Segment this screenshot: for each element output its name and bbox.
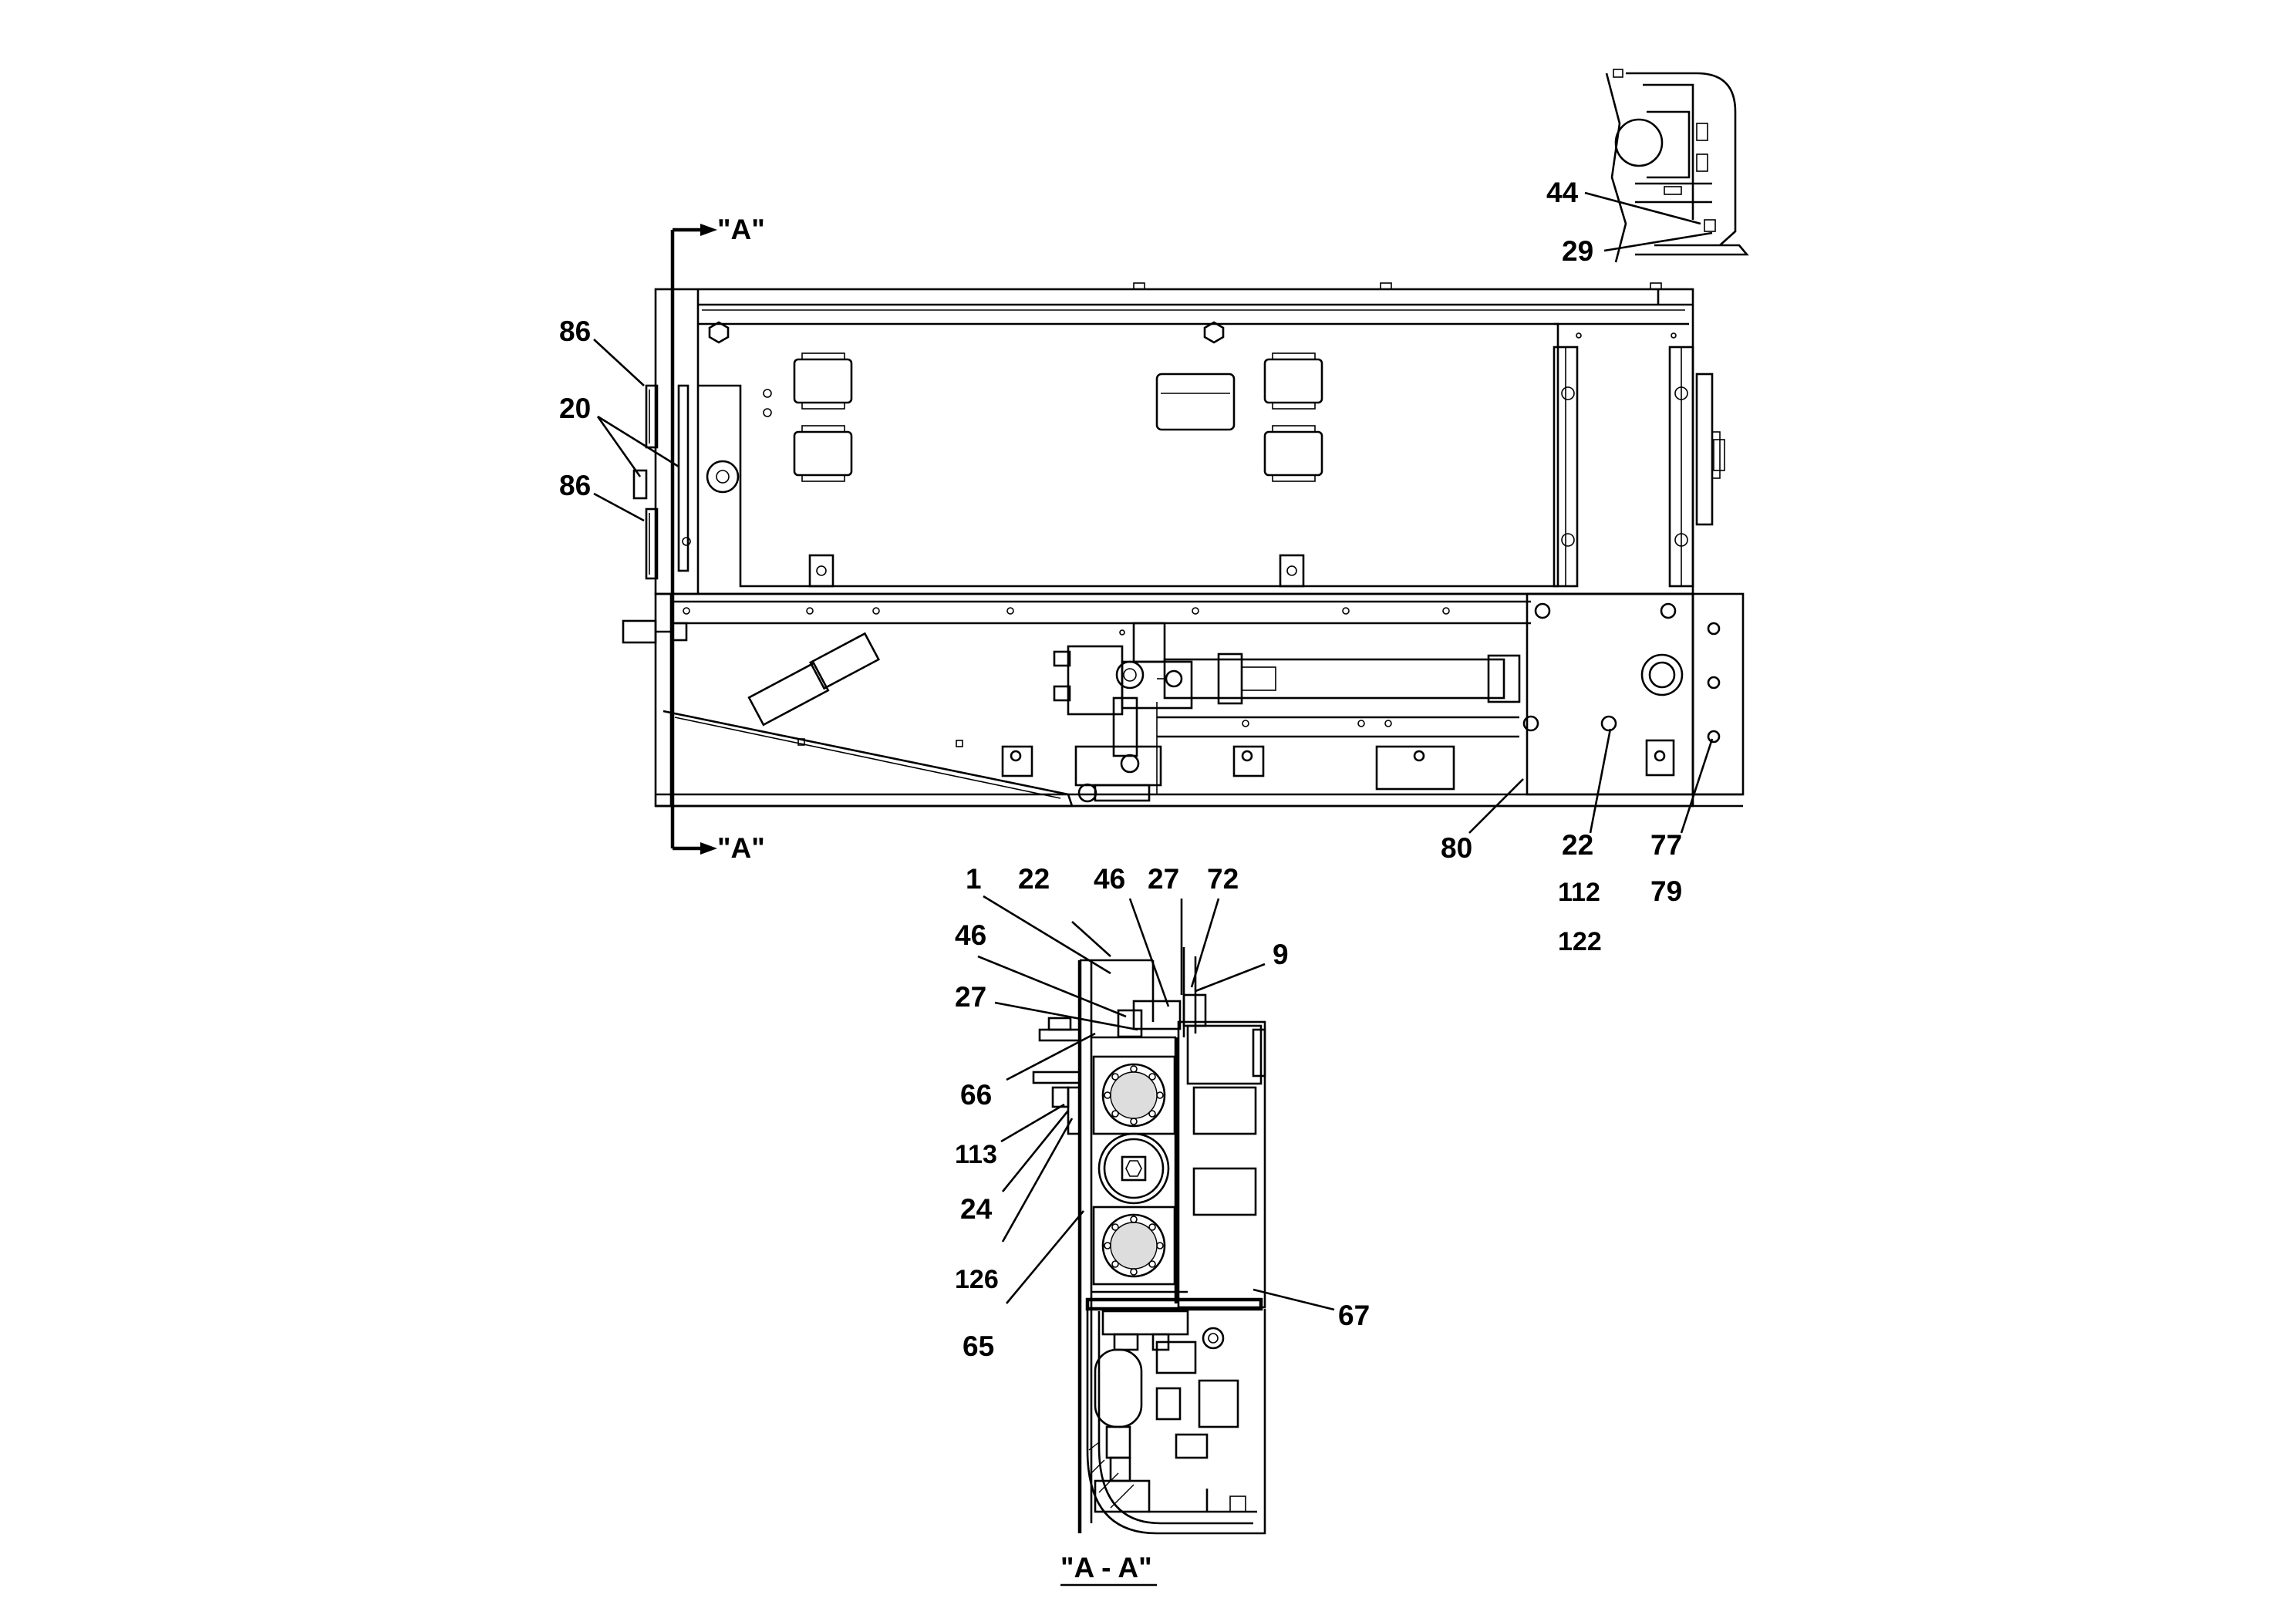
callout-22-main: 22 bbox=[1562, 829, 1593, 861]
callout-44: 44 bbox=[1546, 177, 1579, 208]
detail-view bbox=[1605, 69, 1749, 263]
leader-lines bbox=[593, 191, 1714, 1311]
callout-79: 79 bbox=[1650, 875, 1682, 907]
callout-72: 72 bbox=[1207, 863, 1239, 895]
callout-113: 113 bbox=[955, 1140, 997, 1169]
section-view bbox=[1032, 947, 1266, 1535]
section-marker-bottom: "A" bbox=[717, 832, 765, 864]
bolt-row bbox=[683, 607, 1450, 615]
callout-labels: "A" "A" "A - A" 44 29 86 20 86 80 22 112… bbox=[559, 177, 1682, 1587]
callout-20: 20 bbox=[559, 393, 591, 424]
flange-lower bbox=[1092, 1206, 1176, 1286]
section-line bbox=[670, 224, 717, 855]
callout-1: 1 bbox=[966, 863, 982, 895]
main-side-view bbox=[622, 282, 1745, 808]
callout-29: 29 bbox=[1562, 235, 1593, 267]
port-middle bbox=[1097, 1132, 1170, 1205]
callout-86-lower: 86 bbox=[559, 470, 591, 501]
callout-22-section: 22 bbox=[1018, 863, 1050, 895]
callout-126: 126 bbox=[955, 1265, 999, 1294]
flange-upper bbox=[1092, 1055, 1176, 1135]
callout-65: 65 bbox=[963, 1330, 994, 1362]
callout-27-top: 27 bbox=[1148, 863, 1179, 895]
callout-46-top: 46 bbox=[1094, 863, 1125, 895]
callout-77: 77 bbox=[1650, 829, 1682, 861]
callout-67: 67 bbox=[1338, 1300, 1370, 1331]
callout-27-side: 27 bbox=[955, 981, 986, 1013]
callout-112: 112 bbox=[1558, 878, 1600, 907]
callout-122: 122 bbox=[1558, 927, 1602, 956]
rubber-mounts bbox=[793, 352, 1323, 482]
callout-66: 66 bbox=[960, 1079, 992, 1111]
callout-9: 9 bbox=[1273, 939, 1289, 970]
callout-86-upper: 86 bbox=[559, 315, 591, 347]
callout-24: 24 bbox=[960, 1193, 993, 1225]
callout-46-side: 46 bbox=[955, 919, 986, 951]
section-title: "A - A" bbox=[1060, 1552, 1152, 1583]
section-marker-top: "A" bbox=[717, 214, 765, 245]
callout-80: 80 bbox=[1441, 832, 1472, 864]
